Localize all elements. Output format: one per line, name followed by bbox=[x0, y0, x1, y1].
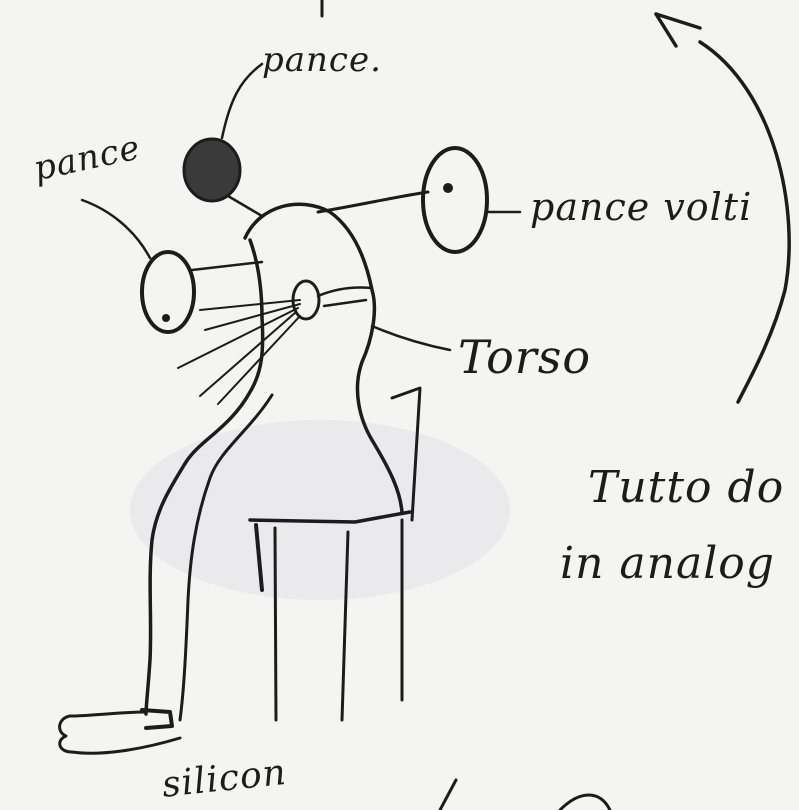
dark-eye-stalk bbox=[228, 196, 262, 216]
left-leader-line bbox=[82, 200, 150, 258]
chair-leg-front-right bbox=[275, 528, 276, 720]
torso-leader-line bbox=[372, 326, 450, 350]
left-eye-pupil bbox=[162, 314, 170, 322]
label-top-circle: pance. bbox=[262, 40, 382, 80]
right-eye-circle bbox=[423, 148, 487, 252]
right-eye-stalk bbox=[318, 192, 428, 212]
note-line-1: Tutto do bbox=[588, 462, 784, 513]
foot-outline bbox=[60, 712, 180, 753]
paper-smudge bbox=[130, 420, 510, 600]
dark-eye-circle bbox=[184, 139, 240, 201]
arrow-head-icon bbox=[656, 14, 700, 46]
right-eye-pupil bbox=[443, 183, 453, 193]
top-leader-line bbox=[222, 64, 262, 138]
bottom-scribble bbox=[440, 780, 610, 810]
left-eye-stalk bbox=[192, 262, 262, 270]
note-line-2: in analog bbox=[560, 538, 775, 589]
face-line-2 bbox=[324, 300, 366, 306]
radiating-lines-left bbox=[178, 300, 300, 404]
label-right-circle: pance volti bbox=[530, 185, 752, 229]
face-line-1 bbox=[318, 287, 372, 296]
label-torso: Torso bbox=[458, 330, 591, 384]
